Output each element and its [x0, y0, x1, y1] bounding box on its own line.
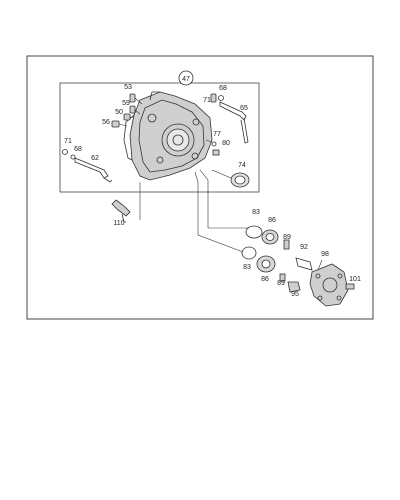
- callout-label-68: 68: [74, 146, 82, 153]
- callout-label-50: 50: [115, 109, 123, 116]
- callout-label-86: 86: [268, 217, 276, 224]
- callout-label-98: 98: [321, 251, 329, 258]
- subassembly-box: [59, 82, 260, 193]
- leader-upper: [199, 169, 248, 229]
- callout-label-74: 74: [238, 162, 246, 169]
- callout-label-53: 53: [124, 84, 132, 91]
- callout-label-110: 110: [113, 220, 124, 227]
- callout-label-80: 80: [222, 140, 230, 147]
- callout-label-47: 47: [182, 76, 190, 83]
- cover-plate-98: [309, 259, 355, 307]
- callout-label-71: 71: [64, 138, 72, 145]
- leader-lower: [194, 171, 244, 253]
- callout-label-68: 68: [219, 85, 227, 92]
- callout-label-89: 89: [283, 234, 291, 241]
- callout-label-83: 83: [243, 264, 251, 271]
- callout-label-59: 59: [122, 100, 130, 107]
- callout-label-65: 65: [240, 105, 248, 112]
- lower-bearing-stack: [241, 246, 301, 293]
- callout-label-101: 101: [349, 276, 361, 283]
- diagram-frame: [26, 55, 374, 320]
- shift-lever-left: [62, 149, 113, 183]
- callout-label-86: 86: [261, 276, 269, 283]
- seal-74: [211, 169, 250, 188]
- callout-label-89: 89: [277, 280, 285, 287]
- callout-label-83: 83: [252, 209, 260, 216]
- transmission-housing: [123, 91, 213, 181]
- callout-labels: 4753595056716865778074716862110838689928…: [64, 76, 361, 298]
- callout-label-92: 92: [300, 244, 308, 251]
- callout-label-77: 77: [213, 131, 221, 138]
- shift-lever-right: [210, 93, 249, 144]
- callout-label-62: 62: [91, 155, 99, 162]
- callout-label-95: 95: [291, 291, 299, 298]
- bolts-group: [111, 93, 143, 128]
- callout-label-71: 71: [203, 97, 211, 104]
- callout-circle-47: [178, 70, 194, 86]
- sensor-110: [111, 182, 141, 223]
- small-parts-77-80: [205, 139, 220, 156]
- callout-label-56: 56: [102, 119, 110, 126]
- upper-bearing-stack: [245, 225, 313, 271]
